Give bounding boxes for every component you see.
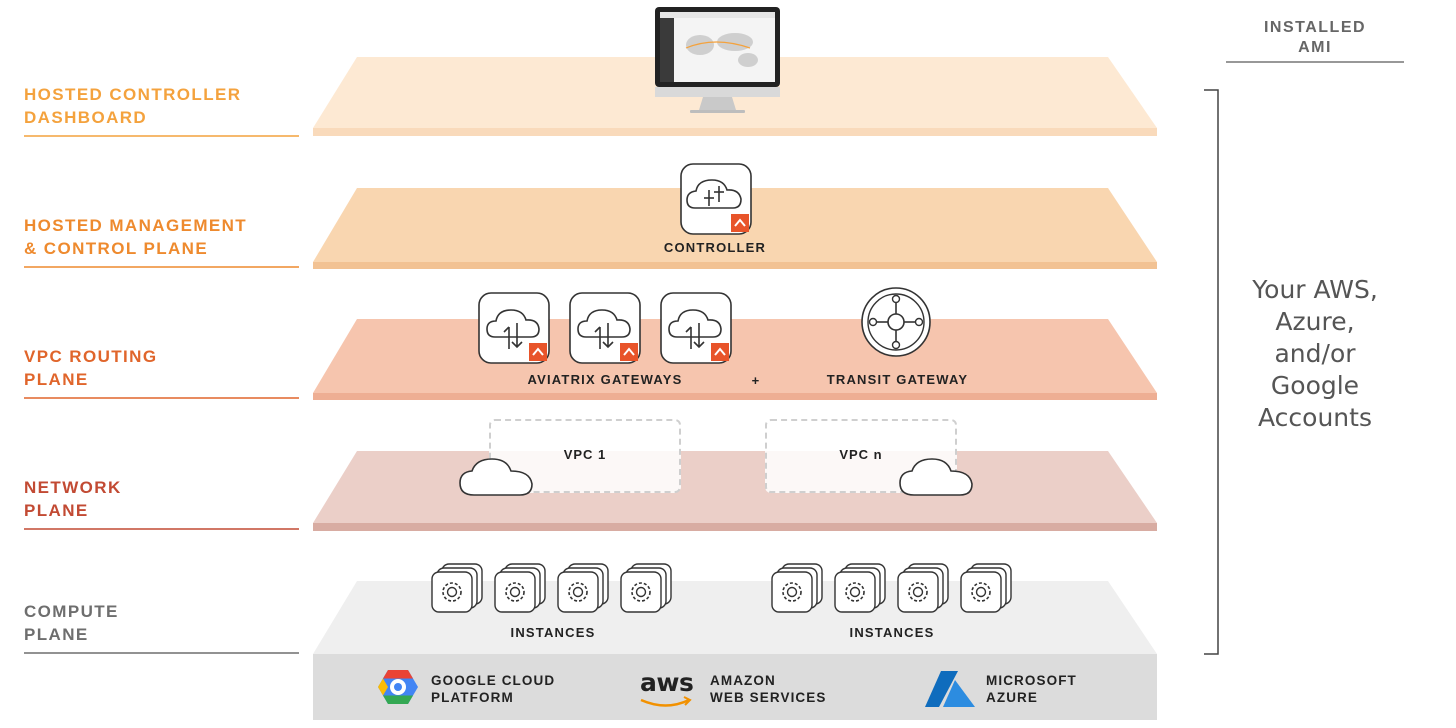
controller-label: CONTROLLER [663, 240, 767, 255]
gateway-icon [660, 292, 732, 364]
instances-label-left: INSTANCES [510, 625, 596, 640]
provider-line: AMAZON [710, 673, 776, 688]
label-line: COMPUTE [24, 602, 119, 621]
vpc-1-box: VPC 1 [489, 419, 681, 493]
accounts-line: Accounts [1258, 403, 1372, 432]
plus-sign: + [751, 373, 761, 388]
accounts-line: Your AWS, [1252, 275, 1378, 304]
label-vpc-routing-plane: VPC ROUTING PLANE [24, 345, 299, 396]
slab-routing [313, 319, 1157, 400]
aws-smile-icon [640, 698, 690, 707]
vpc-n-label: VPC n [839, 447, 883, 462]
label-hosted-controller-dashboard: HOSTED CONTROLLER DASHBOARD [24, 83, 299, 134]
azure-name: MICROSOFT AZURE [986, 672, 1077, 706]
provider-line: AZURE [986, 690, 1038, 705]
label-line: & CONTROL PLANE [24, 239, 209, 258]
label-compute-plane: COMPUTE PLANE [24, 600, 299, 651]
provider-line: PLATFORM [431, 690, 514, 705]
label-line: PLANE [24, 370, 89, 389]
controller-icon [680, 163, 752, 235]
instance-icon [960, 563, 1012, 613]
transit-gateway-label: TRANSIT GATEWAY [826, 372, 969, 387]
label-hosted-management: HOSTED MANAGEMENT & CONTROL PLANE [24, 214, 299, 265]
transit-gateway-icon [861, 287, 931, 357]
installed-line: INSTALLED [1263, 19, 1367, 36]
accounts-text: Your AWS, Azure, and/or Google Accounts [1226, 274, 1404, 434]
label-line: HOSTED CONTROLLER [24, 85, 242, 104]
instances-label-right: INSTANCES [849, 625, 935, 640]
label-line: PLANE [24, 501, 89, 520]
monitor-icon [655, 7, 780, 113]
accounts-line: Google [1270, 371, 1360, 400]
label-network-plane: NETWORK PLANE [24, 476, 299, 527]
installed-line: AMI [1298, 39, 1332, 56]
label-line: DASHBOARD [24, 108, 148, 127]
slab-network [313, 451, 1157, 531]
instance-icon [494, 563, 546, 613]
label-line: NETWORK [24, 478, 122, 497]
google-cloud-name: GOOGLE CLOUD PLATFORM [431, 672, 555, 706]
gateway-icon [478, 292, 550, 364]
aws-name: AMAZON WEB SERVICES [710, 672, 826, 706]
provider-line: MICROSOFT [986, 673, 1077, 688]
aviatrix-gateways-label: AVIATRIX GATEWAYS [527, 372, 683, 387]
instance-icon [897, 563, 949, 613]
instance-icon [557, 563, 609, 613]
vpc-1-label: VPC 1 [563, 447, 607, 462]
label-line: HOSTED MANAGEMENT [24, 216, 248, 235]
label-line: PLANE [24, 625, 89, 644]
accounts-line: Azure, [1275, 307, 1355, 336]
provider-line: WEB SERVICES [710, 690, 827, 705]
aws-logo: aws [640, 668, 694, 697]
instance-icon [620, 563, 672, 613]
provider-band [313, 654, 1157, 720]
provider-line: GOOGLE CLOUD [431, 673, 556, 688]
instance-icon [834, 563, 886, 613]
installed-ami-label: INSTALLED AMI [1226, 18, 1404, 58]
cloud-icon [899, 458, 973, 496]
label-line: VPC ROUTING [24, 347, 158, 366]
instance-icon [431, 563, 483, 613]
gateway-icon [569, 292, 641, 364]
azure-logo [925, 671, 975, 707]
accounts-line: and/or [1274, 339, 1356, 368]
instance-icon [771, 563, 823, 613]
cloud-icon [459, 458, 533, 496]
google-cloud-logo [378, 670, 418, 704]
accounts-bracket [1204, 89, 1219, 655]
